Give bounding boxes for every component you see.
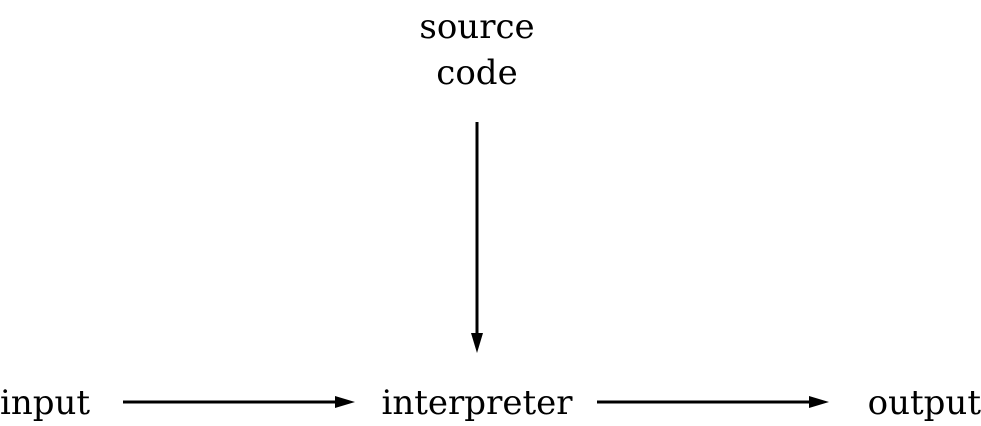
node-interpreter: interpreter bbox=[381, 383, 573, 423]
edge-source-to-interpreter bbox=[471, 122, 483, 353]
edge-input-to-interpreter bbox=[123, 396, 355, 408]
node-input: input bbox=[0, 383, 91, 423]
edge-interpreter-to-output bbox=[597, 396, 829, 408]
node-output: output bbox=[867, 383, 981, 423]
node-source-code: source code bbox=[377, 4, 577, 96]
node-source-code-line1: source bbox=[419, 7, 535, 47]
node-source-code-line2: code bbox=[436, 53, 518, 93]
